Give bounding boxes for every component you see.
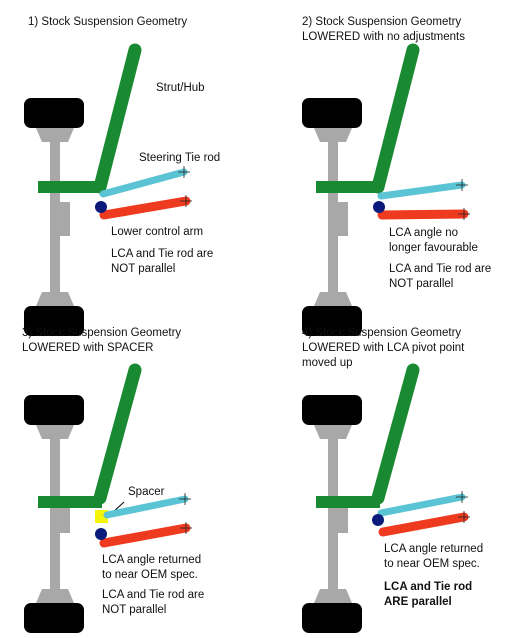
panel-1-title: 1) Stock Suspension Geometry (28, 16, 188, 28)
panel-1 (24, 43, 192, 336)
parallel-note: LCA and Tie rod are NOT parallel (102, 589, 205, 616)
crosshair-icon (456, 179, 470, 220)
panel-2-subtitle: LOWERED with no adjustments (302, 31, 465, 43)
panel-4 (302, 363, 470, 633)
panel-2 (302, 43, 470, 336)
knuckle-arm (316, 181, 380, 193)
strut (371, 43, 420, 194)
knuckle-arm (38, 496, 102, 508)
lower-control-arm (99, 523, 191, 548)
tie-rod-label: Steering Tie rod (139, 152, 221, 164)
parallel-note: LCA and Tie rod are NOT parallel (389, 263, 492, 290)
wheel-assembly (302, 395, 362, 633)
strut (371, 363, 420, 505)
lca-pivot (372, 514, 384, 526)
parallel-note: LCA and Tie rod ARE parallel (384, 581, 473, 608)
lower-control-arm (377, 209, 469, 220)
tie-rod (99, 168, 188, 198)
lca-label: Lower control arm (111, 226, 204, 238)
crosshair-icon (178, 166, 192, 207)
tie-rod (377, 181, 466, 200)
angle-note: LCA angle returned to near OEM spec. (102, 554, 202, 581)
lca-pivot (373, 201, 385, 213)
lower-control-arm (99, 196, 191, 220)
panel-4-title: 4) Stock Suspension Geometry (302, 327, 462, 339)
panel-3-subtitle: LOWERED with SPACER (22, 342, 154, 354)
panel-3 (24, 363, 192, 633)
strut-hub-label: Strut/Hub (156, 82, 205, 94)
crosshair-icon (179, 493, 192, 534)
wheel-assembly (24, 98, 84, 336)
crosshair-icon (456, 491, 470, 523)
lower-control-arm (378, 512, 469, 537)
tie-rod (103, 495, 189, 519)
wheel-assembly (302, 98, 362, 336)
lca-pivot (95, 528, 107, 540)
panel-4-subtitle: LOWERED with LCA pivot point moved up (302, 342, 465, 369)
wheel-assembly (24, 395, 84, 633)
strut (93, 43, 142, 194)
angle-note: LCA angle no longer favourable (389, 227, 478, 254)
panel-3-title: 3) Stock Suspension Geometry (22, 327, 182, 339)
parallel-note: LCA and Tie rod are NOT parallel (111, 248, 214, 275)
knuckle-arm (38, 181, 102, 193)
tie-rod (377, 493, 466, 517)
knuckle-arm (316, 496, 380, 508)
lca-pivot (95, 201, 107, 213)
strut (93, 363, 142, 505)
panel-2-title: 2) Stock Suspension Geometry (302, 16, 462, 28)
angle-note: LCA angle returned to near OEM spec. (384, 543, 484, 570)
spacer-label: Spacer (128, 486, 165, 498)
